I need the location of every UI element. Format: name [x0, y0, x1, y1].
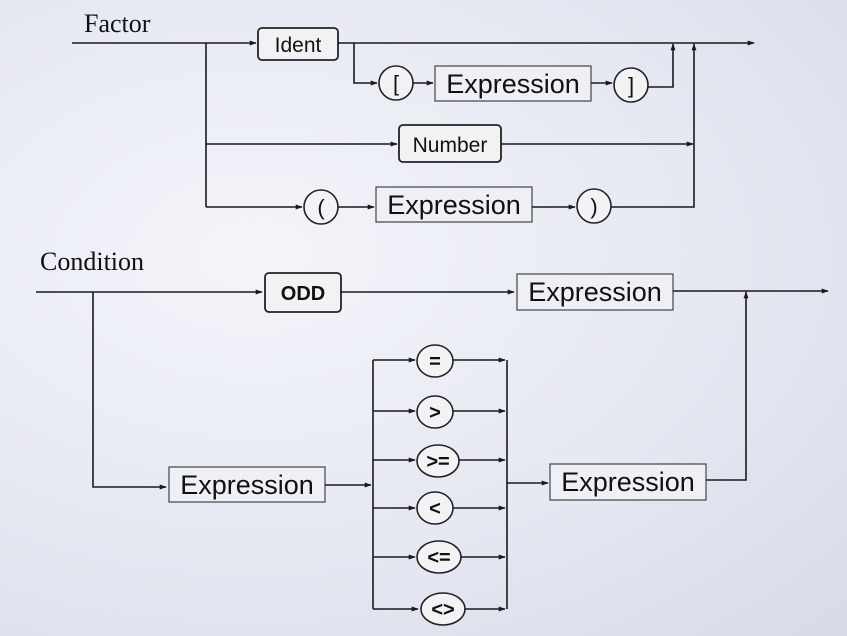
svg-text:<>: <> — [431, 599, 454, 621]
condition-title: Condition — [40, 247, 144, 276]
condition-branch-line — [92, 292, 167, 490]
factor-diagram: Factor Ident [ Expression ] — [72, 9, 755, 225]
svg-text:=: = — [429, 351, 441, 373]
rparen-terminal: ) — [576, 188, 612, 224]
svg-text:): ) — [590, 194, 597, 219]
expression-right-box: Expression — [549, 463, 707, 501]
expression-left-box: Expression — [168, 466, 326, 503]
svg-text:Ident: Ident — [275, 34, 322, 57]
factor-return-line — [611, 43, 697, 208]
svg-text:Expression: Expression — [528, 277, 662, 307]
ident-keyword: Ident — [257, 27, 339, 61]
svg-text:]: ] — [628, 73, 634, 98]
expression-index-box: Expression — [434, 65, 592, 102]
svg-text:ODD: ODD — [281, 283, 325, 305]
svg-text:(: ( — [317, 195, 325, 220]
op-ne-terminal: <> — [420, 592, 466, 626]
expression-paren-box: Expression — [375, 186, 533, 223]
factor-title: Factor — [84, 9, 151, 38]
lbracket-terminal: [ — [378, 65, 414, 101]
svg-text:[: [ — [393, 71, 399, 96]
svg-text:Expression: Expression — [387, 190, 521, 220]
svg-text:<=: <= — [427, 547, 450, 569]
op-eq-terminal: = — [416, 344, 454, 378]
op-lt-terminal: < — [416, 491, 454, 525]
rbracket-terminal: ] — [613, 67, 649, 103]
svg-text:Expression: Expression — [180, 470, 314, 500]
svg-text:Expression: Expression — [446, 69, 580, 99]
svg-text:<: < — [429, 498, 441, 520]
svg-text:>=: >= — [426, 451, 449, 473]
lparen-terminal: ( — [303, 189, 339, 225]
number-keyword: Number — [398, 124, 502, 163]
condition-diagram: Condition ODD Expression Expression = — [36, 247, 829, 626]
index-return-line — [648, 43, 676, 88]
op-gt-terminal: > — [416, 395, 454, 429]
expression-odd-box: Expression — [516, 273, 674, 311]
svg-text:Expression: Expression — [561, 467, 695, 497]
index-branch-line — [353, 43, 378, 86]
svg-text:>: > — [429, 402, 441, 424]
odd-keyword: ODD — [264, 272, 342, 313]
condition-return-line — [706, 291, 749, 481]
op-le-terminal: <= — [416, 540, 462, 574]
op-ge-terminal: >= — [416, 444, 460, 478]
svg-text:Number: Number — [413, 134, 488, 157]
